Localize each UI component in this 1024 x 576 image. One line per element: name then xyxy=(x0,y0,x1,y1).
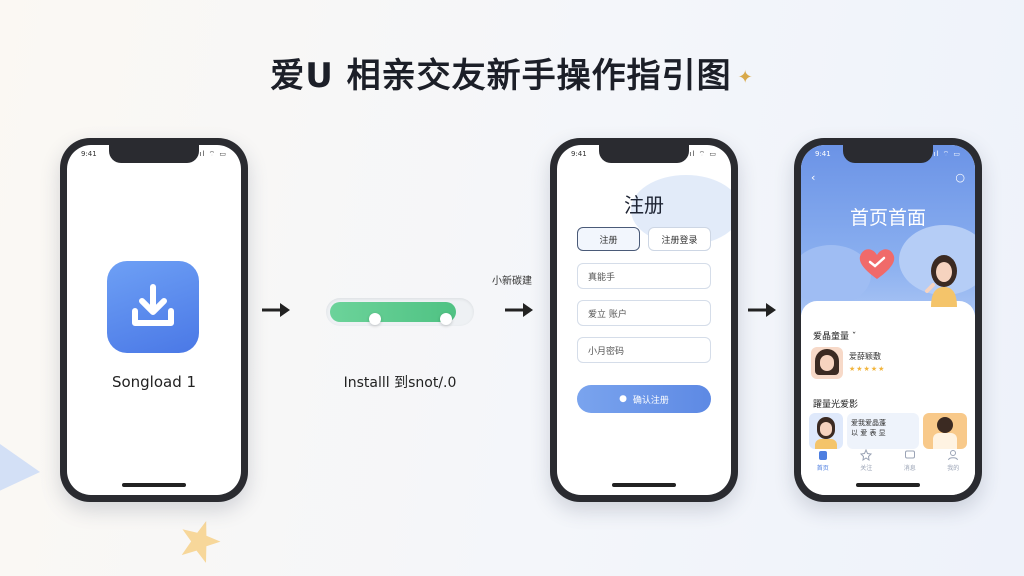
moments-row: 爱我爱晶蓬 以 爱 表 显 xyxy=(809,413,967,449)
home-indicator xyxy=(856,483,920,487)
status-time: 9:41 xyxy=(571,150,587,158)
register-title: 注册 xyxy=(624,193,664,217)
moment-card-image[interactable] xyxy=(923,413,967,449)
confirm-register-button[interactable]: ● 确认注册 xyxy=(577,385,711,413)
account-field[interactable]: 爱立 账户 xyxy=(577,300,711,326)
decor-cloud xyxy=(801,245,871,305)
section-title-moments: 躍量光爱影 xyxy=(813,400,859,410)
moment-text: 爱我爱晶蓬 xyxy=(851,419,886,427)
tab-register[interactable]: 注册 xyxy=(577,227,640,251)
status-icons: ııl ⌔ ▭ xyxy=(686,150,717,158)
search-icon[interactable]: ○ xyxy=(955,171,965,184)
home-indicator xyxy=(612,483,676,487)
user-icon xyxy=(948,450,959,461)
decor-triangle xyxy=(0,430,40,500)
phone-download: 9:41 ııl ⌔ ▭ Songload 1 xyxy=(60,138,248,502)
tab-label: 首页 xyxy=(816,465,829,472)
phone-home: 9:41 ııl ⌔ ▭ ‹ ○ 首页首面 爱晶童量 ˇ 爱薛颖敷 ★★★★★ xyxy=(794,138,982,502)
arrow-right-icon xyxy=(505,303,533,317)
heart-icon xyxy=(859,249,895,279)
app-label: Songload 1 xyxy=(111,373,197,391)
page-title-text: 爱U 相亲交友新手操作指引图 xyxy=(270,56,732,96)
arrow-right-icon xyxy=(262,303,290,317)
download-app-icon[interactable] xyxy=(107,261,199,353)
phone-screen: 9:41 ııl ⌔ ▭ 注册 注册 注册登录 真能手 爱立 账户 小月密码 ●… xyxy=(557,145,731,495)
confirm-register-label: 确认注册 xyxy=(632,395,669,406)
phone-field[interactable]: 真能手 xyxy=(577,263,711,289)
tab-profile[interactable]: 我的 xyxy=(947,449,959,477)
profile-info: 爱薛颖敷 ★★★★★ xyxy=(849,351,885,375)
decor-star xyxy=(175,515,225,565)
phone-screen: 9:41 ııl ⌔ ▭ Songload 1 xyxy=(67,145,241,495)
section-title-recommend: 爱晶童量 ˇ xyxy=(813,332,857,342)
home-content xyxy=(801,301,975,495)
moment-subtext: 以 爱 表 显 xyxy=(851,429,886,437)
bottom-tab-bar: 首页 关注 消息 我的 xyxy=(801,449,975,477)
phone-notch xyxy=(843,145,933,163)
status-bar: 9:41 ııl ⌔ ▭ xyxy=(571,150,717,160)
tab-home[interactable]: 首页 xyxy=(817,449,829,477)
install-handle xyxy=(440,313,452,325)
tab-follow[interactable]: 关注 xyxy=(860,449,872,477)
tab-label: 我的 xyxy=(947,465,960,472)
dot-icon: ● xyxy=(619,394,627,404)
moment-card-text[interactable]: 爱我爱晶蓬 以 爱 表 显 xyxy=(847,413,919,449)
star-icon xyxy=(860,449,873,461)
phone-notch xyxy=(599,145,689,163)
home-title: 首页首面 xyxy=(849,207,926,229)
moment-card-avatar[interactable] xyxy=(809,413,843,449)
sparkle-icon: ✦ xyxy=(737,67,754,88)
download-icon xyxy=(132,284,174,326)
tab-label: 消息 xyxy=(903,465,916,472)
phone-register: 9:41 ııl ⌔ ▭ 注册 注册 注册登录 真能手 爱立 账户 小月密码 ●… xyxy=(550,138,738,502)
tab-login[interactable]: 注册登录 xyxy=(648,227,711,251)
install-label: Installl 到snot/.0 xyxy=(343,375,457,391)
home-indicator xyxy=(122,483,186,487)
back-icon[interactable]: ‹ xyxy=(811,171,816,184)
status-icons: ııl ⌔ ▭ xyxy=(196,150,227,158)
status-time: 9:41 xyxy=(81,150,97,158)
register-step-label: 小新碳建 xyxy=(492,276,532,287)
phone-notch xyxy=(109,145,199,163)
arrow-right-icon xyxy=(748,303,776,317)
register-tabs: 注册 注册登录 xyxy=(577,227,711,251)
girl-illustration-icon xyxy=(925,255,957,307)
tab-label: 关注 xyxy=(860,465,873,472)
install-handle xyxy=(369,313,381,325)
page-title: 爱U 相亲交友新手操作指引图✦ xyxy=(0,48,1024,97)
phone-screen: 9:41 ııl ⌔ ▭ ‹ ○ 首页首面 爱晶童量 ˇ 爱薛颖敷 ★★★★★ xyxy=(801,145,975,495)
rating-stars: ★★★★★ xyxy=(849,365,886,373)
status-time: 9:41 xyxy=(815,150,831,158)
status-bar: 9:41 ııl ⌔ ▭ xyxy=(815,150,961,160)
profile-card[interactable]: 爱薛颖敷 ★★★★★ xyxy=(811,345,965,381)
install-progress-bar xyxy=(326,298,474,326)
status-bar: 9:41 ııl ⌔ ▭ xyxy=(81,150,227,160)
password-field[interactable]: 小月密码 xyxy=(577,337,711,363)
home-header xyxy=(801,145,975,315)
message-icon xyxy=(904,450,915,459)
tab-messages[interactable]: 消息 xyxy=(904,449,916,477)
profile-name: 爱薛颖敷 xyxy=(849,352,881,361)
status-icons: ııl ⌔ ▭ xyxy=(930,150,961,158)
avatar xyxy=(811,347,843,379)
home-nav: ‹ ○ xyxy=(811,171,965,184)
install-progress-fill xyxy=(330,302,456,322)
home-icon xyxy=(818,451,827,460)
